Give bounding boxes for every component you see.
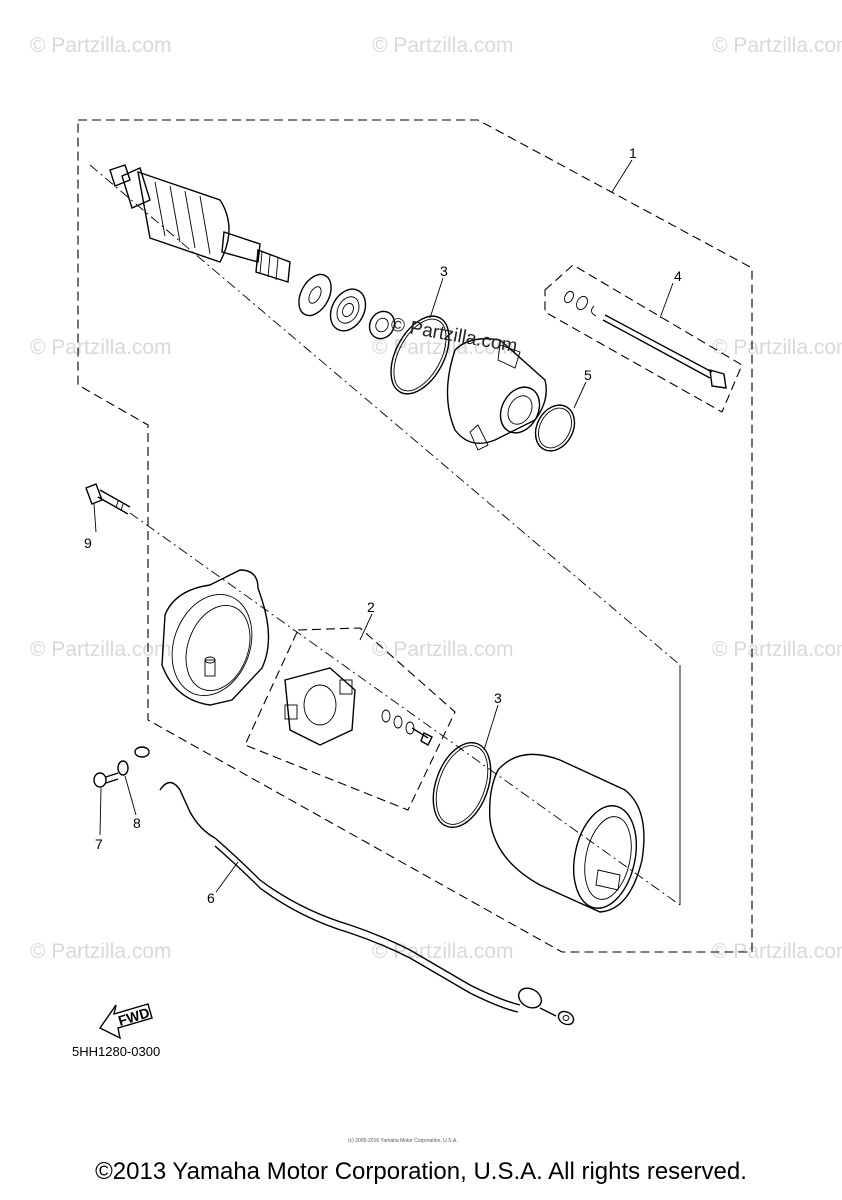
fwd-label: FWD [116,1004,151,1029]
callout-1: 1 [629,145,637,161]
watermark: © Partzilla.com [372,34,514,57]
assembly-boundary [77,119,753,953]
watermark-layer: © Partzilla.com © Partzilla.com © Partzi… [30,34,842,963]
watermark: © Partzilla.com [30,940,172,963]
terminal-eye-part [134,746,150,758]
watermark: © Partzilla.com [712,638,842,661]
callout-4: 4 [674,268,682,284]
watermark: © Partzilla.com [712,336,842,359]
group-boundary-4 [544,264,743,413]
callout-6: 6 [207,890,215,906]
yoke-part [488,753,645,913]
bolt-9-part [85,483,131,515]
o-ring-lower-inner [435,745,489,825]
o-ring-lower [432,742,492,828]
watermark: © Partzilla.com [30,638,172,661]
callout-5: 5 [584,367,592,383]
diagram-code: 5HH1280-0300 [72,1044,160,1059]
watermark: © Partzilla.com [712,34,842,57]
washer-8-part [117,760,129,776]
centre-line-lower [129,512,681,906]
through-bolt-part [564,290,727,389]
armature-part [109,164,291,283]
small-notice: (c) 2005-2016 Yamaha Motor Corporation, … [348,1138,458,1144]
front-cover-part [446,338,547,451]
o-ring-upper [390,315,450,395]
fwd-arrow-icon: FWD [98,1003,153,1040]
needle-bearing-part [368,310,396,340]
brush-holder-part [284,667,356,746]
callout-9: 9 [84,535,92,551]
callout-8: 8 [133,815,141,831]
watermark: © Partzilla.com [30,336,172,359]
o-ring-upper-inner [393,318,447,392]
watermark: © Partzilla.com [712,940,842,963]
watermark: © Partzilla.com [30,34,172,57]
callout-7: 7 [95,836,103,852]
watermark: © Partzilla.com [372,638,514,661]
callout-3-upper: 3 [440,263,448,279]
watermark: © Partzilla.com [372,336,514,359]
bearing-part [329,288,367,332]
copyright-text: ©2013 Yamaha Motor Corporation, U.S.A. A… [95,1158,747,1185]
callout-2: 2 [367,599,375,615]
lead-wire-part [159,781,575,1026]
rear-cover-part [161,569,270,706]
o-ring-5 [534,404,576,452]
washer-hole [308,286,322,304]
group-boundary-2 [244,627,456,811]
o-ring-5-inner [538,407,572,449]
leader-lines [93,159,674,893]
washer-part [298,273,332,317]
centre-line-upper [89,164,681,666]
brush-screw-part [381,709,433,746]
watermark: © Partzilla.com [372,940,514,963]
callout-3-lower: 3 [494,690,502,706]
screw-7-part [93,772,119,788]
